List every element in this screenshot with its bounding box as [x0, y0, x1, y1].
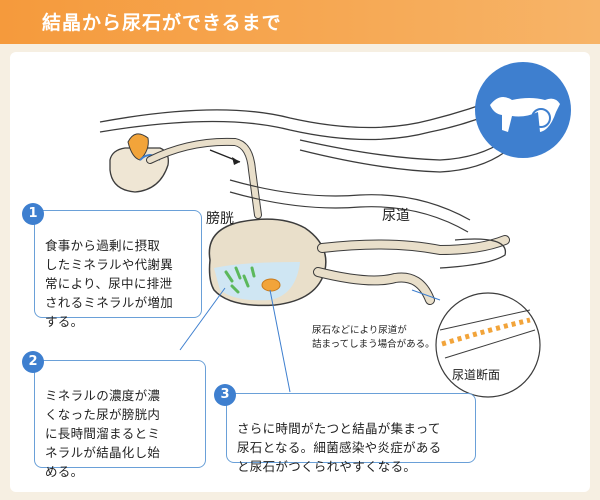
urethra — [313, 235, 510, 305]
step-1-text: 食事から過剰に摂取 したミネラルや代謝異 常により、尿中に排泄 されるミネラルが… — [45, 238, 174, 329]
bladder — [208, 218, 327, 307]
crystals — [224, 266, 256, 294]
step-3-badge: 3 — [214, 384, 236, 406]
urinary-stone — [261, 278, 281, 292]
step-3-text: さらに時間がたつと結晶が集まって 尿石となる。細菌感染や炎症がある と尿石がつく… — [237, 421, 442, 474]
kidney-icon — [109, 133, 169, 193]
step-2-text: ミネラルの濃度が濃 くなった尿が膀胱内 に長時間溜まるとミ ネラルが結晶化し始 … — [45, 388, 161, 479]
title-bar: 結晶から尿石ができるまで — [0, 0, 600, 44]
bladder-label: 膀胱 — [206, 211, 234, 227]
step-2-callout: ミネラルの濃度が濃 くなった尿が膀胱内 に長時間溜まるとミ ネラルが結晶化し始 … — [34, 360, 206, 479]
page-title: 結晶から尿石ができるまで — [42, 12, 282, 34]
dog-icon — [475, 62, 571, 158]
step-1-badge: 1 — [22, 203, 44, 225]
urethra-section-label: 尿道断面 — [452, 368, 501, 382]
pointer-lines — [179, 287, 441, 393]
flow-arrow — [209, 149, 241, 165]
urethra-label: 尿道 — [382, 208, 410, 224]
step-1-callout: 食事から過剰に摂取 したミネラルや代謝異 常により、尿中に排泄 されるミネラルが… — [34, 210, 202, 329]
blockage-note: 尿石などにより尿道が 詰まってしまう場合がある。 — [312, 325, 435, 350]
step-2-badge: 2 — [22, 351, 44, 373]
step-3-callout: さらに時間がたつと結晶が集まって 尿石となる。細菌感染や炎症がある と尿石がつく… — [226, 393, 476, 474]
body-outline — [99, 95, 506, 129]
urethra-section-detail — [435, 292, 541, 398]
